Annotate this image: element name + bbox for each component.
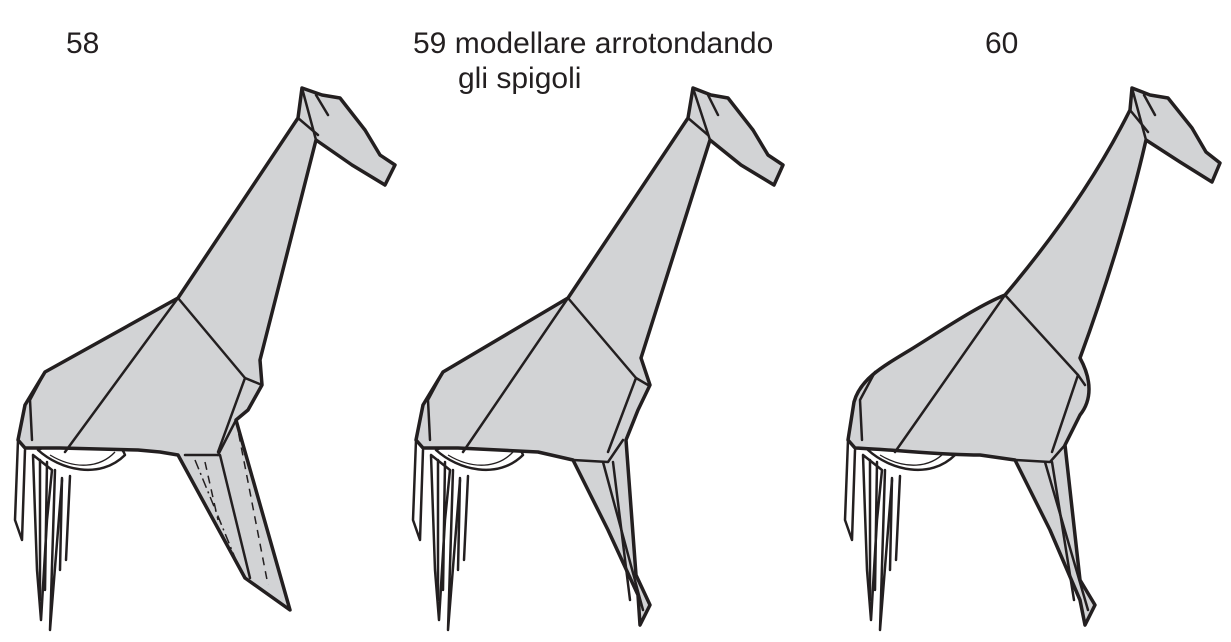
hind-legs	[863, 455, 900, 630]
hind-legs	[431, 455, 468, 630]
giraffe-diagram-step-59	[398, 0, 808, 642]
giraffe-diagram-step-58	[0, 0, 410, 642]
giraffe-body	[416, 88, 783, 625]
giraffe-body	[18, 88, 395, 610]
giraffe-diagram-step-60	[830, 0, 1231, 642]
hind-legs	[33, 455, 70, 630]
giraffe-body	[848, 88, 1220, 625]
